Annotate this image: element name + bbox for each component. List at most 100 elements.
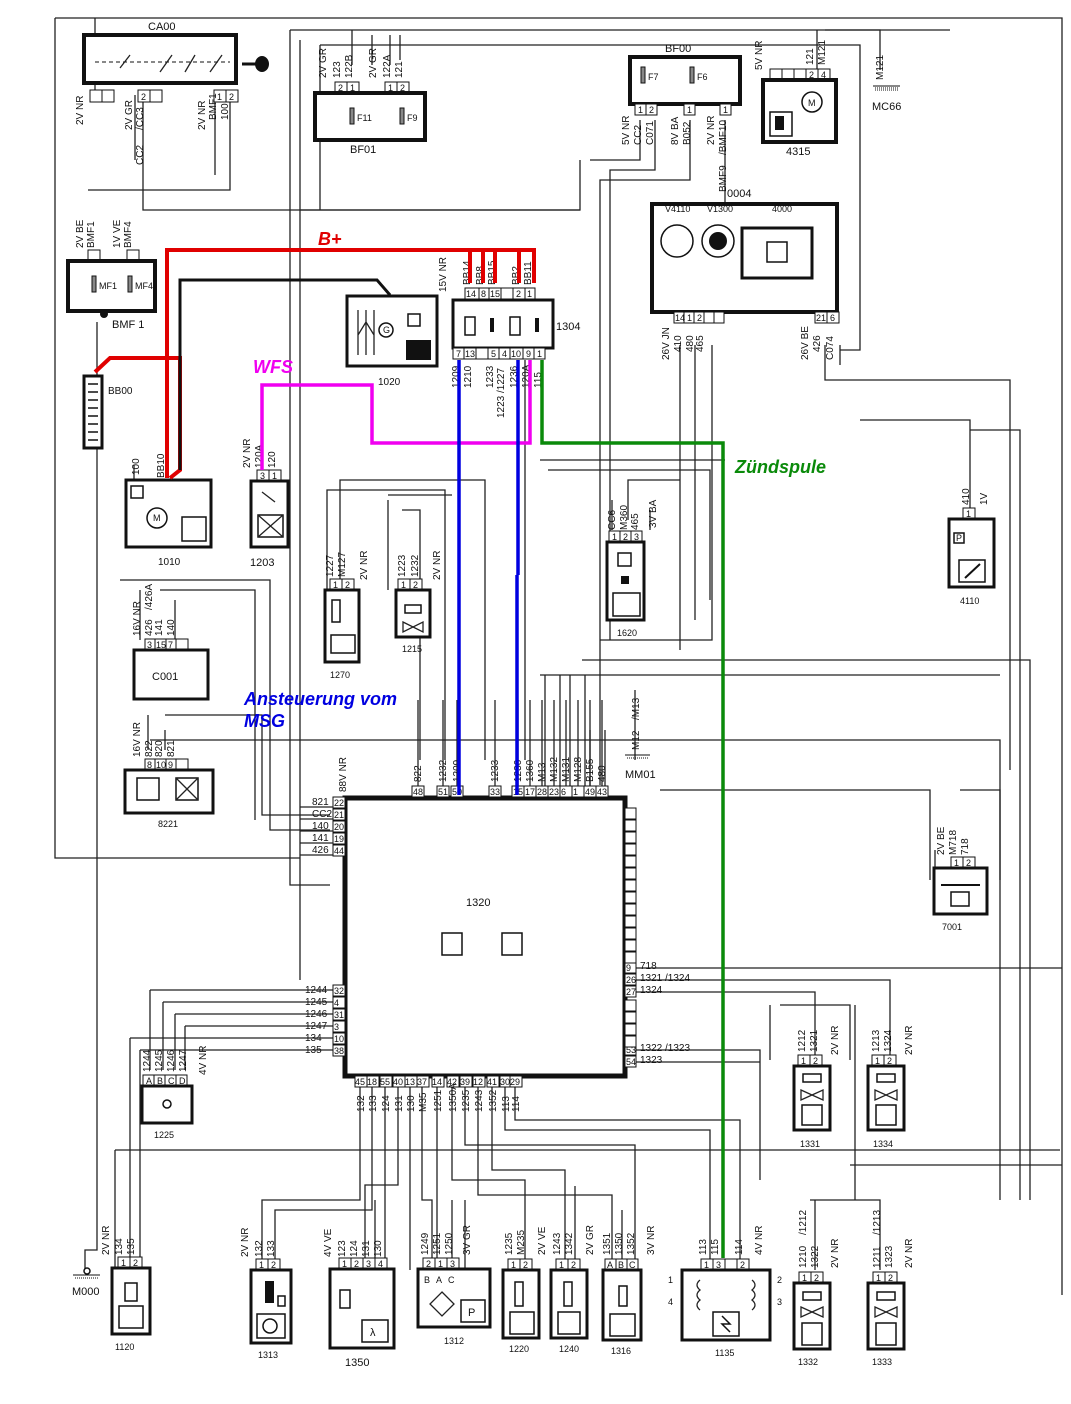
pin: 2 — [345, 580, 350, 590]
ecu-pin-number: 3 — [334, 1022, 339, 1032]
black-wiring — [54, 17, 1063, 1295]
wire-label: 718 — [960, 838, 971, 855]
wire-label: 1322 /1323 — [640, 1043, 690, 1054]
label-1240: 1240 — [559, 1344, 579, 1354]
pin: 9 — [526, 349, 531, 359]
wire-label: 718 — [640, 961, 657, 972]
ecu-pin-number: 45 — [355, 1077, 365, 1087]
wire-label: 120 — [267, 451, 278, 468]
wire-label: 100 — [220, 103, 231, 120]
wire-label: 1251 — [432, 1232, 443, 1255]
conn-code: 2V NR — [432, 551, 443, 580]
wire-label: 122A — [382, 54, 393, 78]
label-1331: 1331 — [800, 1139, 820, 1149]
annotation-b-plus: B+ — [318, 229, 342, 249]
label-1010: 1010 — [158, 557, 181, 568]
ecu-bottom-pins: 451321813355124401311313037M351412514213… — [354, 1075, 523, 1112]
wire-label: /1227 — [496, 368, 507, 393]
component-1135-ignition-coil: 1 3 2 1 4 2 3 113 115 114 4V NR 1135 — [668, 1226, 782, 1358]
conn-code: 2V NR — [706, 116, 717, 145]
wire-label: 1352 — [488, 1089, 499, 1112]
coil-output: 2 — [777, 1275, 782, 1285]
pin: 2 — [966, 858, 971, 868]
label-BB00: BB00 — [108, 386, 133, 397]
wire-label: 1235 — [461, 1089, 472, 1112]
ecu-pin-number: 17 — [525, 787, 535, 797]
pin: C — [629, 1260, 636, 1270]
component-1332-injector: 1 2 1210 /1212 1322 2V NR 1332 — [792, 1210, 841, 1367]
ecu-pin-number: 51 — [438, 787, 448, 797]
ecu-pin — [332, 808, 346, 821]
sub-label: 4000 — [772, 204, 792, 214]
wire-label: 1223 — [397, 554, 408, 577]
pin: 2 — [813, 1056, 818, 1066]
label-1334: 1334 — [873, 1139, 893, 1149]
ecu-pin — [332, 832, 346, 845]
pin: 2 — [338, 83, 343, 93]
wire-label: 131 — [394, 1095, 405, 1112]
pin: 1 — [559, 1260, 564, 1270]
label-CA00: CA00 — [148, 21, 176, 33]
chip-icon — [441, 932, 463, 956]
ecu-pin-number: 41 — [487, 1077, 497, 1087]
label-C001: C001 — [152, 671, 178, 683]
conn-code: 26V BE — [800, 326, 811, 360]
label-1620: 1620 — [617, 628, 637, 638]
component-1320-ecu: 1320 88V NR 4882251123250120933123315123… — [300, 700, 690, 1112]
conn-code: 8V BA — [670, 116, 681, 145]
wire-label: 1324 — [640, 985, 663, 996]
wire-label: 114 — [734, 1239, 745, 1255]
ecu-pin — [624, 1055, 637, 1068]
wire-label: 121 — [805, 48, 816, 65]
wire-label: M35 — [418, 1092, 429, 1112]
pin: A — [607, 1260, 613, 1270]
ecu-pin-empty — [624, 1011, 637, 1024]
ecu-pin — [446, 1075, 460, 1088]
ecu-pin — [379, 1075, 393, 1088]
ecu-pin — [366, 1075, 380, 1088]
label-BMF1: BMF 1 — [112, 319, 144, 331]
ecu-pin-number: 19 — [334, 834, 344, 844]
ecu-pin-empty — [624, 927, 637, 940]
pin: 2 — [740, 1260, 745, 1270]
ground-M000: M000 — [72, 1267, 100, 1298]
ecu-pin-number: 44 — [334, 846, 344, 856]
pin: 1 — [612, 532, 617, 542]
coil-output: 3 — [777, 1297, 782, 1307]
wire-label: BB15 — [487, 260, 498, 285]
conn-code: 2V NR — [240, 1228, 251, 1257]
ecu-pin-empty — [624, 855, 637, 868]
wire-label: 1247 — [305, 1021, 328, 1032]
ecu-pin-number: 53 — [626, 1045, 636, 1055]
ecu-pin-number: 4 — [334, 998, 339, 1008]
component-1313: 1 2 2V NR 132 133 1313 — [240, 1228, 293, 1360]
component-1333-injector: 1 2 1211 /1213 1323 2V NR 1333 — [866, 1210, 915, 1367]
ecu-pin — [332, 820, 346, 833]
conn-code: 26V JN — [661, 327, 672, 360]
pin: 6 — [830, 313, 835, 323]
ecu-pin-number: 33 — [490, 787, 500, 797]
pin: 3 — [450, 1259, 455, 1269]
component-1350-lambda: 1 2 3 4 λ 4V VE 123 124 131 130 1350 — [323, 1228, 396, 1369]
key-icon — [242, 56, 269, 72]
ecu-pin-number: 29 — [510, 1077, 520, 1087]
wire-label: 1236 — [509, 365, 520, 388]
wire-label: 130 — [406, 1095, 417, 1112]
ecu-pin — [459, 1075, 473, 1088]
wire-label: 821 — [312, 797, 329, 808]
ecu-pin — [332, 984, 346, 997]
ecu-pin — [332, 1044, 346, 1057]
ecu-pin-number: 49 — [585, 787, 595, 797]
conn-code: 2V NR — [904, 1239, 915, 1268]
wire-label: 1322 — [810, 1245, 821, 1268]
wire-label: CC6 — [607, 510, 618, 530]
pin: 7 — [168, 640, 173, 650]
pin: 1 — [954, 858, 959, 868]
pin: 1 — [217, 92, 222, 102]
conn-code: 2V NR — [830, 1026, 841, 1055]
pin: 1 — [350, 83, 355, 93]
wire-label: C074 — [825, 336, 836, 360]
pin: A — [436, 1275, 442, 1285]
wire-label: 1233 — [485, 365, 496, 388]
